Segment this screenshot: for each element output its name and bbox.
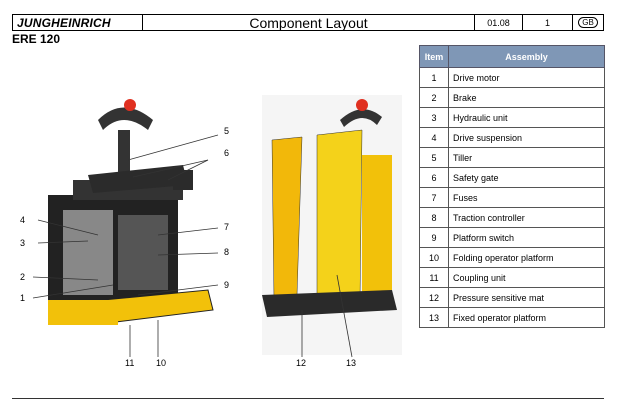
leader-lines: [32, 134, 219, 357]
item-number: 2: [419, 87, 449, 108]
language-label: GB: [578, 17, 598, 28]
assembly-name: Hydraulic unit: [448, 107, 605, 128]
model-name: ERE 120: [12, 32, 61, 46]
callout-11: 11: [125, 358, 135, 368]
callout-4: 4: [20, 215, 26, 225]
callout-5: 5: [224, 126, 230, 136]
callout-1: 1: [20, 293, 26, 303]
item-number: 3: [419, 107, 449, 128]
item-number: 5: [419, 147, 449, 168]
item-number: 9: [419, 227, 449, 248]
assembly-name: Pressure sensitive mat: [448, 287, 605, 308]
side-rail: [362, 155, 392, 305]
assembly-name: Drive motor: [448, 67, 605, 88]
assembly-name: Drive suspension: [448, 127, 605, 148]
callout-10: 10: [156, 358, 167, 368]
assembly-name: Tiller: [448, 147, 605, 168]
back-panel: [316, 129, 363, 306]
emergency-stop-right: [356, 99, 368, 111]
footer-divider: [12, 398, 604, 399]
emergency-stop: [124, 99, 136, 111]
callout-8: 8: [224, 247, 230, 257]
leader-lines-right: [301, 274, 353, 358]
assembly-name: Platform switch: [448, 227, 605, 248]
callout-7: 7: [224, 222, 230, 232]
item-number: 6: [419, 167, 449, 188]
side-panel-left: [271, 136, 303, 301]
assembly-name: Fuses: [448, 187, 605, 208]
header-bar: JUNGHEINRICH Component Layout 01.08 1 GB: [12, 14, 604, 31]
language-badge: GB: [573, 15, 603, 30]
brand-logo: JUNGHEINRICH: [13, 15, 143, 30]
assembly-name: Fixed operator platform: [448, 307, 605, 328]
assembly-name: Traction controller: [448, 207, 605, 228]
item-number: 13: [419, 307, 449, 328]
page-number: 1: [523, 15, 573, 30]
item-number: 4: [419, 127, 449, 148]
callout-3: 3: [20, 238, 26, 248]
item-number: 8: [419, 207, 449, 228]
truck-photo-left: [32, 99, 219, 357]
safety-gate: [88, 165, 188, 193]
callout-9: 9: [224, 280, 230, 290]
controller-area: [118, 215, 168, 290]
page-title: Component Layout: [143, 15, 475, 31]
platform-base: [48, 300, 118, 325]
callout-13: 13: [346, 358, 357, 368]
item-number: 1: [419, 67, 449, 88]
assembly-name: Brake: [448, 87, 605, 108]
assembly-name: Safety gate: [448, 167, 605, 188]
header-item: Item: [419, 45, 449, 68]
assembly-name: Coupling unit: [448, 267, 605, 288]
safety-gate-end: [173, 170, 193, 190]
item-number: 12: [419, 287, 449, 308]
edition-date: 01.08: [475, 15, 523, 30]
callout-6: 6: [224, 148, 230, 158]
item-number: 10: [419, 247, 449, 268]
tiller-handle: [98, 107, 153, 130]
callout-12: 12: [296, 358, 307, 368]
motor-area: [63, 210, 113, 295]
truck-photo-right: [262, 95, 402, 358]
platform-floor: [262, 290, 397, 317]
item-number: 7: [419, 187, 449, 208]
table-header-row: Item Assembly: [419, 45, 605, 68]
assembly-name: Folding operator platform: [448, 247, 605, 268]
item-number: 11: [419, 267, 449, 288]
tiller-right: [340, 109, 382, 127]
callout-2: 2: [20, 272, 26, 282]
header-assembly: Assembly: [448, 45, 605, 68]
